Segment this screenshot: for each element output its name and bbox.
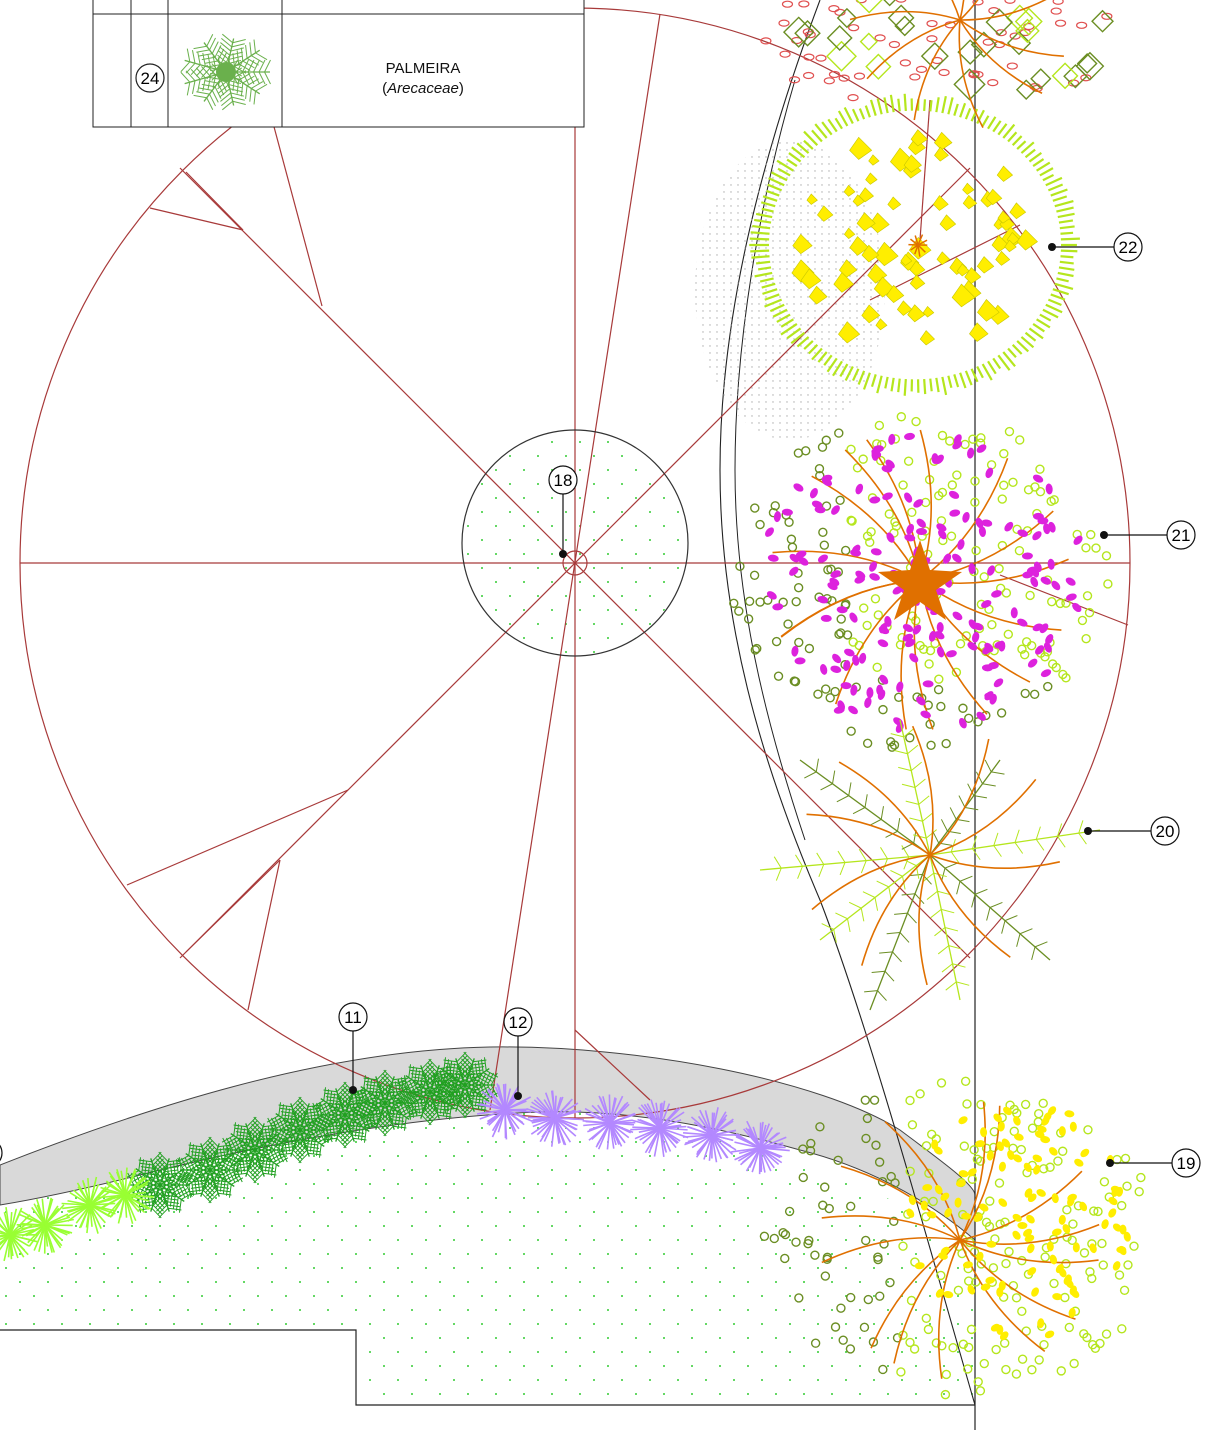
- tag-partial-left: [0, 1144, 3, 1162]
- tag-22: 22: [1048, 232, 1143, 262]
- legend-scientific-name: Arecaceae: [386, 80, 459, 97]
- tag-12: 12: [503, 1007, 533, 1100]
- tag-21: 21: [1100, 520, 1196, 550]
- tag-21-label: 21: [1172, 526, 1191, 545]
- construction-geometry: [19, 7, 1131, 1119]
- plant-top-partial-symbol: [760, 0, 1114, 128]
- plant-20-symbol: [759, 719, 1101, 1011]
- legend-number-circle: [135, 63, 165, 93]
- palm-symbol: [180, 33, 271, 111]
- tag-18: 18: [548, 465, 578, 558]
- tag-18-label: 18: [554, 471, 573, 490]
- lime-shrub-row: [0, 1167, 154, 1262]
- legend-number: 24: [141, 69, 160, 88]
- legend-scientific-line: (Arecaceae): [382, 80, 464, 97]
- legend-table: 24 PALMEIRA (Arecaceae): [92, 0, 585, 128]
- plant-21-symbol: [729, 412, 1113, 752]
- tag-11-label: 11: [344, 1008, 362, 1027]
- tag-11: 11: [338, 1002, 368, 1094]
- tag-19-label: 19: [1177, 1154, 1196, 1173]
- legend-common-name: PALMEIRA: [386, 60, 461, 77]
- plot-outline: [0, 1329, 975, 1406]
- plant-12-row: [476, 1083, 790, 1175]
- tag-20: 20: [1084, 816, 1180, 846]
- tag-22-label: 22: [1119, 238, 1138, 257]
- plant-symbols: [0, 0, 1146, 1400]
- plant-22-symbol: [749, 93, 1080, 396]
- tag-19: 19: [1106, 1148, 1201, 1178]
- tag-12-label: 12: [509, 1013, 528, 1032]
- shade-area: [695, 140, 885, 440]
- tag-20-label: 20: [1156, 822, 1175, 841]
- plant-18-canopy: [461, 429, 689, 657]
- plant-19-symbol: [759, 1076, 1146, 1400]
- plant-11-hedge: [126, 1051, 499, 1219]
